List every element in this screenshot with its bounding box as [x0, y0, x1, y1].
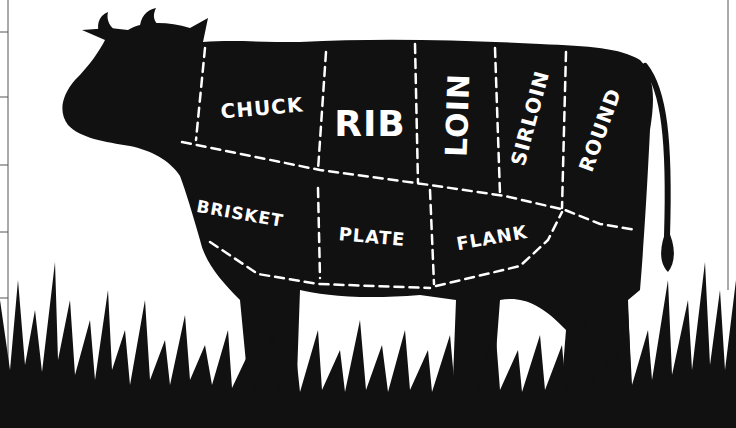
cut-line: [182, 142, 636, 230]
frame-tick: [0, 232, 8, 233]
cut-name: BRISKET: [195, 198, 285, 230]
frame-tick: [0, 165, 8, 166]
cut-lines: [182, 44, 636, 288]
cut-name: PLATE: [338, 225, 406, 249]
cut-line: [415, 44, 418, 183]
cut-name: CHUCK: [220, 94, 304, 121]
frame-tick: [0, 298, 8, 299]
tail-tuft: [661, 228, 674, 272]
cut-line: [318, 52, 326, 170]
frame-tick: [0, 32, 8, 33]
cut-name: RIB: [334, 106, 406, 142]
cut-name: ROUND: [576, 86, 625, 175]
cut-name: LOIN: [442, 73, 475, 158]
cut-name: SIRLOIN: [508, 68, 553, 167]
cut-line: [495, 48, 500, 194]
cut-line: [318, 188, 320, 278]
frame-line: [728, 0, 729, 290]
grass: [0, 262, 736, 428]
cut-line: [430, 190, 434, 284]
cut-line: [196, 48, 205, 140]
cut-line: [436, 212, 562, 286]
cut-line: [562, 52, 566, 208]
frame-tick: [0, 97, 8, 98]
cut-line: [210, 242, 430, 288]
cut-name: FLANK: [455, 223, 529, 253]
